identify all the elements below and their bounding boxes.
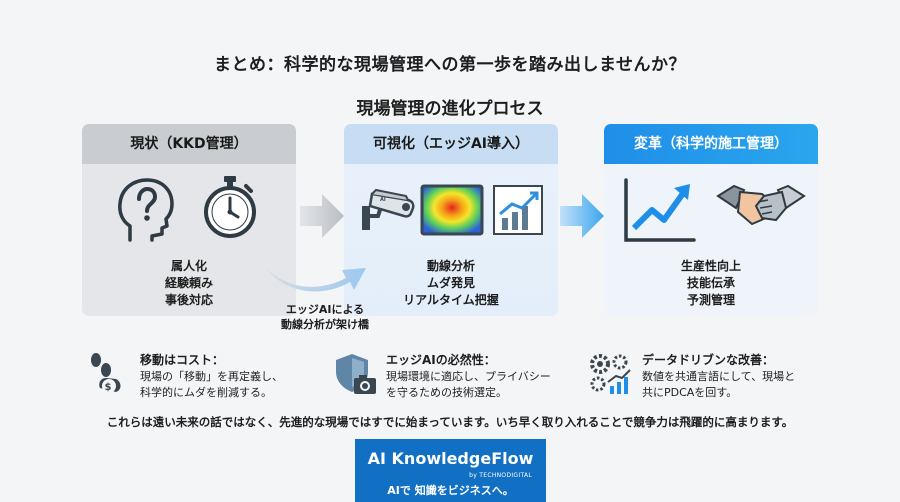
curve-label-line: エッジAIによる: [285, 303, 365, 316]
svg-text:AI: AI: [380, 197, 386, 203]
stage-transformation-title: 変革（科学的施工管理）: [604, 124, 818, 164]
point-desc-line: 数値を共通言語にして、現場と: [642, 370, 796, 383]
point-desc-line: 科学的にムダを削減する。: [140, 386, 272, 399]
stage-line: 動線分析: [426, 259, 475, 273]
stage-line: 予測管理: [686, 293, 735, 307]
svg-text:$: $: [105, 382, 112, 393]
point-desc: 現場の「移動」を再定義し、 科学的にムダを削減する。: [140, 369, 283, 401]
stage-visualization: 可視化（エッジAI導入） AI 動線分析 ムダ発見 リアルタイム把握: [344, 124, 558, 316]
point-title: データドリブンな改善：: [642, 353, 775, 367]
blue-arrow-icon: [560, 194, 604, 238]
point-desc: 現場環境に適応し、プライバシー を守るための技術選定。: [386, 369, 551, 401]
shield-camera-icon: [336, 354, 376, 394]
curve-label-line: 動線分析が架け橋: [281, 318, 369, 331]
stage-current-lines: 属人化 経験頼み 事後対応: [82, 258, 296, 309]
point-title: 移動はコスト：: [140, 353, 225, 367]
point-desc-line: を守るための技術選定。: [386, 386, 507, 399]
stage-visualization-lines: 動線分析 ムダ発見 リアルタイム把握: [344, 258, 558, 309]
head-question-icon: [118, 178, 174, 242]
stage-line: 技能伝承: [686, 276, 735, 290]
gray-arrow-icon: [300, 194, 344, 238]
stage-visualization-title: 可視化（エッジAI導入）: [344, 124, 558, 164]
point-desc-line: 共にPDCAを回す。: [642, 386, 738, 399]
point-desc-line: 現場環境に適応し、プライバシー: [386, 370, 551, 383]
curved-arrow-icon: [266, 268, 366, 292]
brand-logo: AI KnowledgeFlow by TECHNODIGITAL AIで 知識…: [355, 439, 546, 502]
stage-current-title: 現状（KKD管理）: [82, 124, 296, 164]
brand-name: AI KnowledgeFlow: [367, 449, 534, 468]
point-desc-line: 現場の「移動」を再定義し、: [140, 370, 283, 383]
stage-transformation: 変革（科学的施工管理） 生産性向上 技能伝承 予測管理: [604, 124, 818, 316]
stage-line: ムダ発見: [426, 276, 475, 290]
stage-transformation-lines: 生産性向上 技能伝承 予測管理: [604, 258, 818, 309]
stage-line: 属人化: [170, 259, 207, 273]
security-camera-icon: AI: [362, 188, 415, 230]
growth-chart-icon: [624, 178, 696, 242]
stage-current: 現状（KKD管理） 属人化 経験頼み 事後対応: [82, 124, 296, 316]
section-title: 現場管理の進化プロセス: [356, 99, 544, 119]
point-movement-cost: $ 移動はコスト： 現場の「移動」を再定義し、 科学的にムダを削減する。: [86, 352, 326, 407]
footer-note: これらは遠い未来の話ではなく、先進的な現場ではすでに始まっています。いち早く取り…: [106, 415, 794, 429]
point-desc: 数値を共通言語にして、現場と 共にPDCAを回す。: [642, 369, 795, 401]
heatmap-icon: [420, 184, 484, 236]
brand-sub: by TECHNODIGITAL: [469, 472, 532, 479]
point-edge-ai: エッジAIの必然性： 現場環境に適応し、プライバシー を守るための技術選定。: [332, 352, 572, 407]
page-title: まとめ：科学的な現場管理への第一歩を踏み出しませんか？: [214, 55, 686, 75]
bar-chart-icon: [493, 185, 543, 235]
stage-line: 事後対応: [164, 293, 213, 307]
stage-line: 経験頼み: [164, 276, 213, 290]
curve-label: エッジAIによる 動線分析が架け橋: [250, 302, 400, 332]
point-data-driven: データドリブンな改善： 数値を共通言語にして、現場と 共にPDCAを回す。: [588, 352, 828, 407]
stage-line: 生産性向上: [680, 259, 741, 273]
brand-tagline: AIで 知識をビジネスへ。: [387, 484, 514, 497]
footprints-money-icon: $: [91, 353, 121, 393]
stage-line: リアルタイム把握: [403, 293, 499, 307]
stopwatch-icon: [204, 176, 256, 238]
gears-chart-icon: [590, 354, 631, 394]
point-title: エッジAIの必然性：: [386, 353, 496, 367]
handshake-icon: [716, 184, 806, 226]
